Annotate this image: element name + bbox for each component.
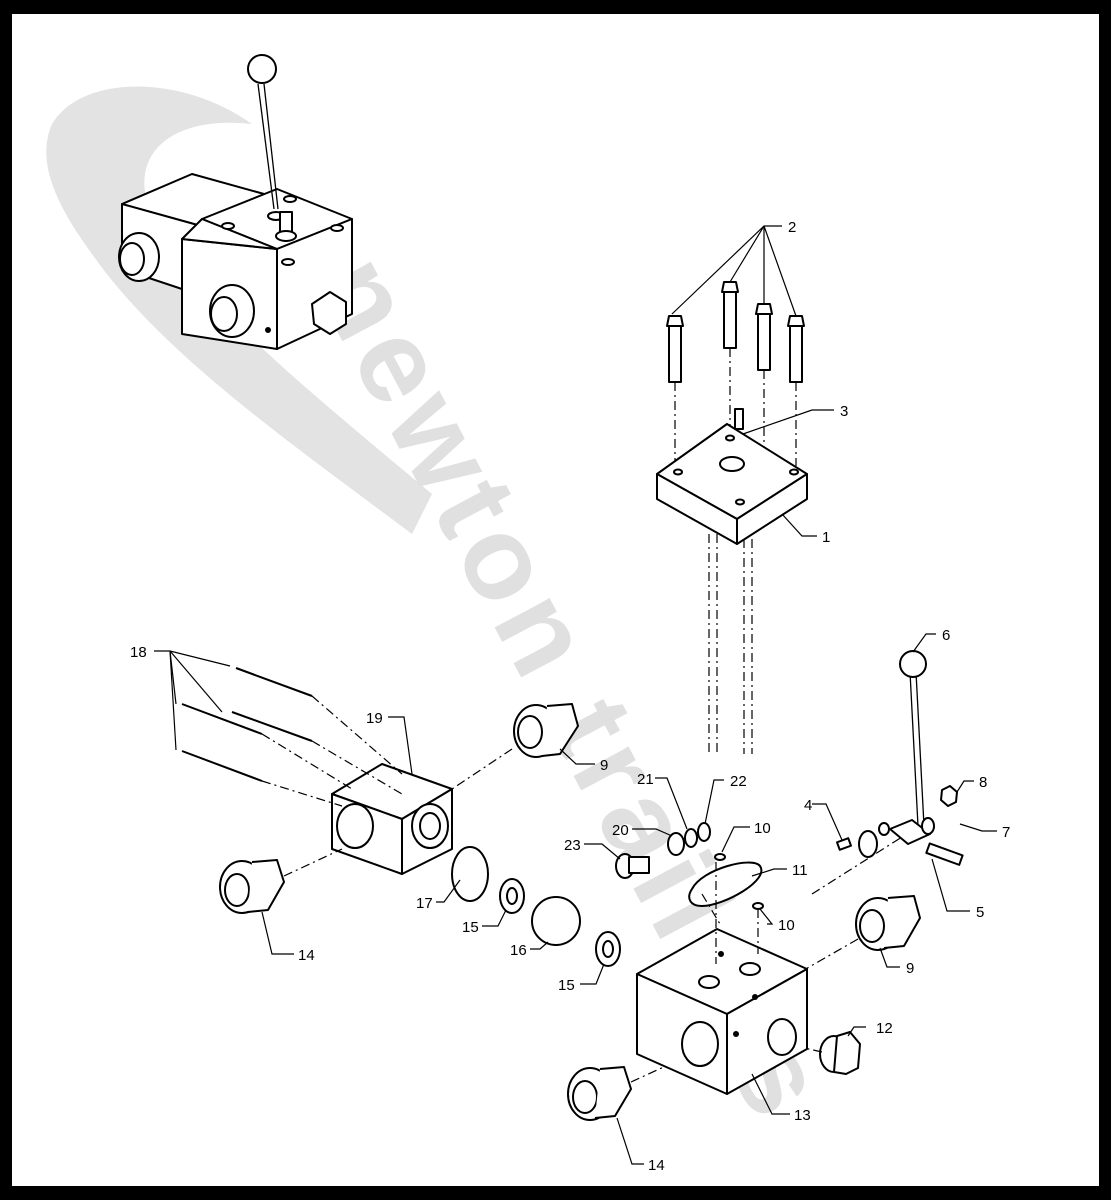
fitting-14-bottom: [567, 1053, 693, 1121]
callout-14-bottom: 14: [648, 1157, 665, 1174]
callout-7: 7: [1002, 824, 1010, 841]
callout-14-left: 14: [298, 947, 315, 964]
callout-8: 8: [979, 774, 987, 791]
callout-10-lower: 10: [778, 917, 795, 934]
callout-11: 11: [792, 862, 808, 879]
callout-13: 13: [794, 1107, 811, 1124]
tie-bolts-18: [181, 667, 403, 807]
assembled-valve: [118, 54, 353, 350]
callout-15-upper: 15: [462, 919, 479, 936]
fitting-9-upper: [451, 703, 579, 790]
fitting-14-left: [219, 848, 343, 914]
callout-3: 3: [840, 403, 848, 420]
callout-18: 18: [130, 644, 147, 661]
callout-9-upper: 9: [600, 757, 608, 774]
leader-lines: [154, 225, 997, 1165]
callout-labels: 2 3 1 6 8 4 7 5 18 19 9 21 22 20 23 10 1…: [130, 219, 1010, 1174]
main-body-13: [636, 928, 808, 1095]
callout-9-right: 9: [906, 960, 914, 977]
callout-23: 23: [564, 837, 581, 854]
callout-5: 5: [976, 904, 984, 921]
callout-10-upper: 10: [754, 820, 771, 837]
callout-4: 4: [804, 797, 812, 814]
fitting-9-right: [796, 895, 921, 975]
callout-19: 19: [366, 710, 383, 727]
callout-2: 2: [788, 219, 796, 236]
diagram-frame: newton trailers: [12, 14, 1099, 1186]
top-plate-1: [656, 408, 808, 754]
callout-21: 21: [637, 771, 654, 788]
rear-block-19: [331, 763, 453, 875]
callout-12: 12: [876, 1020, 893, 1037]
callout-16: 16: [510, 942, 527, 959]
callout-22: 22: [730, 773, 747, 790]
plug-12: [786, 1031, 861, 1075]
callout-1: 1: [822, 529, 830, 546]
callout-6: 6: [942, 627, 950, 644]
exploded-view-diagram: newton trailers: [46, 54, 1010, 1174]
small-parts: [451, 650, 964, 967]
callout-15-lower: 15: [558, 977, 575, 994]
callout-20: 20: [612, 822, 629, 839]
callout-17: 17: [416, 895, 433, 912]
